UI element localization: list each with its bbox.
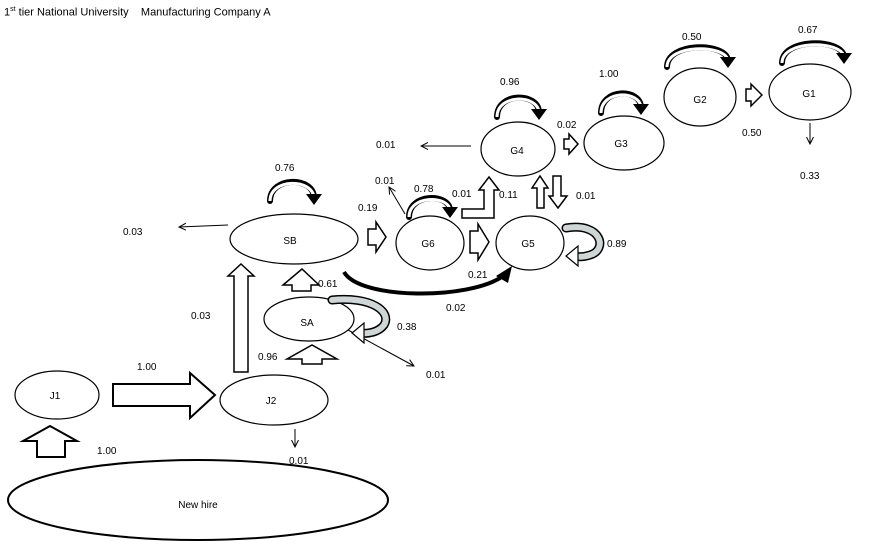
self-loop-g2 (664, 44, 736, 70)
block-arrow-sb-to-g6 (367, 219, 387, 255)
node-g4: G4 (480, 121, 556, 177)
company-name: Manufacturing Company A (140, 6, 271, 19)
prob-g1-exit: 0.33 (800, 171, 820, 182)
self-loop-sb (267, 178, 322, 205)
node-new-hire: New hire (7, 459, 389, 541)
block-arrow-sa-to-sb (280, 267, 321, 292)
prob-sa-to-sb: 0.61 (318, 279, 338, 290)
block-arrow-new-hire-to-j1 (19, 424, 81, 458)
block-arrow-g4-to-g3 (563, 132, 580, 156)
prob-sb-self: 0.76 (275, 163, 295, 174)
curve-arrow-sb-to-g5 (342, 266, 512, 296)
node-sb-label: SB (283, 236, 297, 247)
university-name: tier National University (15, 6, 129, 19)
node-g1-label: G1 (802, 89, 816, 100)
prob-g3-self: 1.00 (599, 69, 619, 80)
node-g3: G3 (583, 115, 665, 171)
prob-g4-self: 0.96 (500, 77, 520, 88)
prob-sa-self: 0.38 (397, 322, 417, 333)
exit-arrow-sb (179, 225, 229, 227)
node-g2: G2 (663, 67, 737, 127)
block-arrow-g6-to-g5 (469, 221, 490, 263)
node-g5: G5 (495, 215, 565, 271)
prob-g4-to-g5: 0.01 (576, 191, 596, 202)
block-arrow-g5-to-g4 (530, 174, 550, 209)
prob-g6-self: 0.78 (414, 184, 434, 195)
university-prefix: 1 (4, 6, 11, 19)
node-g6-label: G6 (421, 239, 435, 250)
prob-g4-to-g3: 0.02 (557, 120, 577, 131)
node-g5-label: G5 (521, 239, 535, 250)
node-g4-label: G4 (510, 146, 524, 157)
prob-sa-exit: 0.01 (426, 370, 446, 381)
prob-sb-to-g5: 0.02 (446, 303, 466, 314)
node-sa: SA (263, 296, 355, 342)
self-loop-sa (327, 294, 391, 345)
prob-g6-to-g4: 0.01 (452, 189, 472, 200)
self-loop-g1 (779, 40, 852, 66)
exit-arrow-g6 (389, 187, 406, 215)
prob-g5-self: 0.89 (607, 239, 627, 250)
node-new-hire-label: New hire (178, 500, 218, 511)
block-arrow-g4-to-g5 (547, 175, 569, 210)
self-loop-g4 (494, 94, 547, 120)
node-j1: J1 (14, 370, 100, 420)
prob-g1-self: 0.67 (798, 25, 818, 36)
node-sa-label: SA (300, 318, 314, 329)
prob-g6-to-g5: 0.21 (468, 270, 488, 281)
prob-sb-to-g6: 0.19 (358, 203, 378, 214)
university-superscript: st (10, 6, 16, 13)
prob-g4-exit: 0.01 (376, 140, 396, 151)
prob-j2-to-sa: 0.96 (258, 352, 278, 363)
prob-new-hire-to-j1: 1.00 (97, 446, 117, 457)
node-j2: J2 (219, 374, 329, 426)
node-g2-label: G2 (693, 95, 707, 106)
diagram-header: 1st tier National University Manufacturi… (4, 6, 271, 19)
self-loop-g3 (598, 90, 649, 116)
block-arrow-g6-to-g4 (461, 175, 501, 219)
prob-g5-to-g4: 0.11 (499, 190, 518, 201)
self-loop-g5 (561, 222, 605, 268)
block-arrow-j2-to-sb (226, 262, 256, 373)
prob-g2-self: 0.50 (682, 32, 702, 43)
node-j1-label: J1 (50, 391, 61, 402)
node-sb: SB (229, 213, 359, 265)
prob-sb-exit: 0.03 (123, 227, 143, 238)
node-j2-label: J2 (266, 396, 277, 407)
node-g6: G6 (395, 215, 465, 271)
prob-j2-to-sb: 0.03 (191, 311, 211, 322)
prob-g6-exit: 0.01 (375, 176, 395, 187)
prob-j1-to-j2: 1.00 (137, 362, 157, 373)
node-g3-label: G3 (614, 139, 628, 150)
node-g1: G1 (768, 63, 852, 121)
block-arrow-j2-to-sa (284, 344, 340, 365)
self-loop-g6 (406, 195, 458, 220)
block-arrow-j1-to-j2 (112, 370, 217, 421)
prob-j2-exit: 0.01 (289, 456, 309, 467)
block-arrow-g2-to-g1 (745, 82, 764, 108)
prob-g2-to-g1: 0.50 (742, 128, 762, 139)
